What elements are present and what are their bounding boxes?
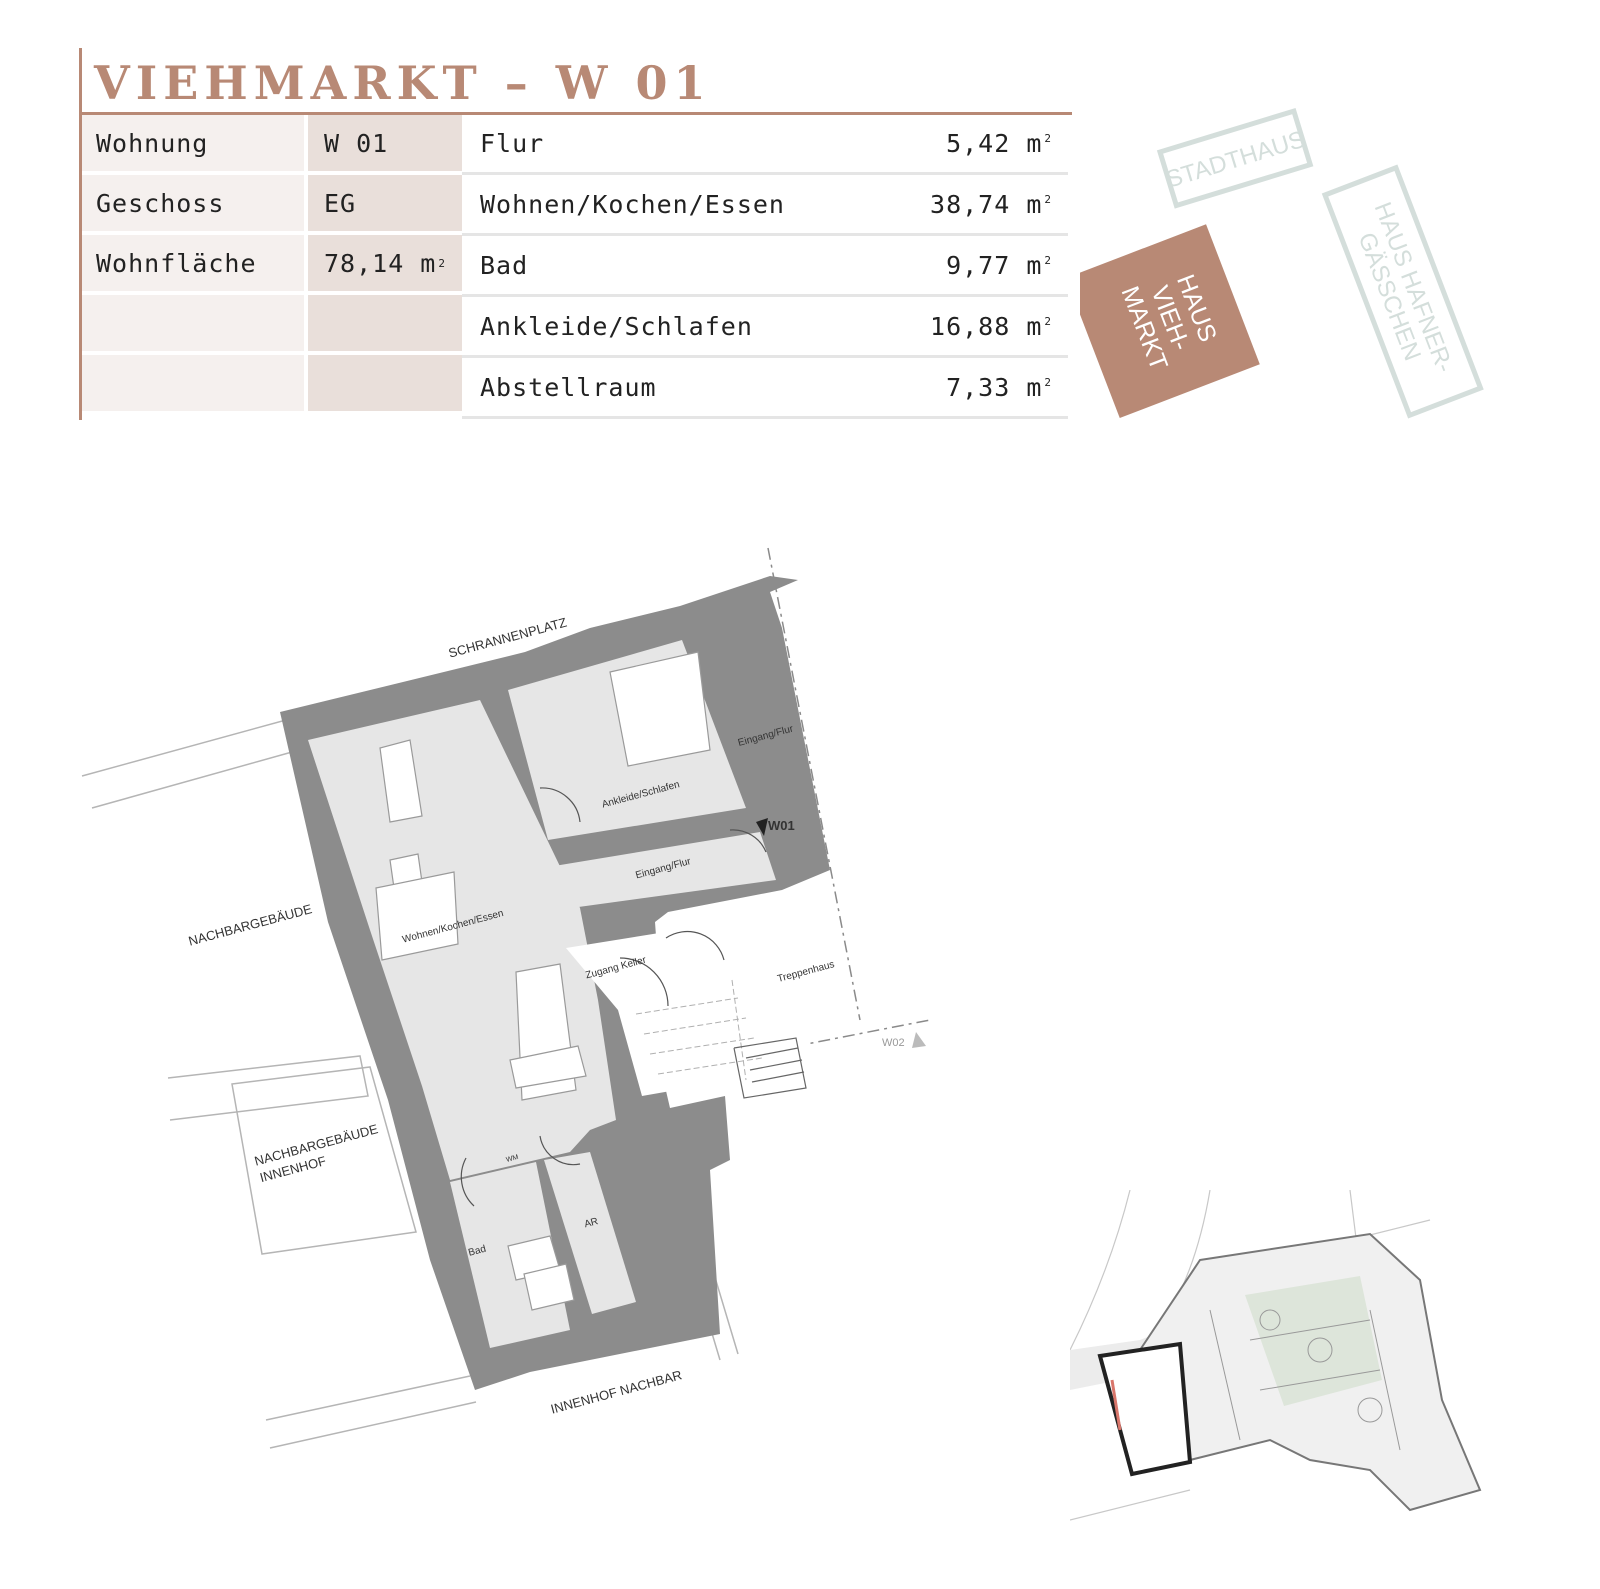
header: VIEHMARKT – W 01 Wohnung Geschoss Wohnfl… bbox=[79, 48, 1072, 420]
info-value: W 01 bbox=[304, 115, 462, 175]
site-marker bbox=[1110, 1379, 1122, 1431]
stadthaus-label: STADTHAUS bbox=[1163, 126, 1308, 194]
page-title: VIEHMARKT – W 01 bbox=[82, 48, 1072, 115]
viehmarkt-block: HAUS VIEH- MARKT bbox=[1080, 224, 1260, 419]
room-name: Wohnen/Kochen/Essen bbox=[480, 190, 785, 219]
entrance-arrow-w01 bbox=[756, 818, 768, 836]
room-name: Abstellraum bbox=[480, 373, 657, 402]
entrance-arrow-w02 bbox=[912, 1032, 926, 1048]
info-table: Wohnung Geschoss Wohnfläche W 01 EG 78,1… bbox=[82, 115, 1072, 420]
hallway-floor bbox=[530, 832, 776, 912]
label-bad: Bad bbox=[467, 1244, 487, 1259]
info-label: Wohnung bbox=[82, 115, 304, 175]
info-label: Geschoss bbox=[82, 175, 304, 235]
info-label-column: Wohnung Geschoss Wohnfläche bbox=[82, 115, 304, 420]
stadthaus-block: STADTHAUS bbox=[1156, 107, 1314, 209]
info-label bbox=[82, 295, 304, 355]
room-name: Ankleide/Schlafen bbox=[480, 312, 753, 341]
label-nachbargebaeude: NACHBARGEBÄUDE bbox=[187, 901, 314, 948]
label-ar: AR bbox=[583, 1216, 599, 1230]
info-label bbox=[82, 355, 304, 415]
storage-floor bbox=[544, 1152, 636, 1314]
building-locator: STADTHAUS HAUS HAFNER- GÄSSCHEN HAUS VIE… bbox=[1080, 107, 1484, 419]
site-highlight-unit bbox=[1097, 1341, 1193, 1477]
room-name: Bad bbox=[480, 251, 529, 280]
label-wm: WM bbox=[505, 1154, 519, 1164]
furniture bbox=[375, 651, 711, 1311]
info-label: Wohnfläche bbox=[82, 235, 304, 295]
label-w02: W02 bbox=[882, 1037, 905, 1049]
site-courtyard bbox=[1245, 1276, 1382, 1406]
hafner-block: HAUS HAFNER- GÄSSCHEN bbox=[1321, 164, 1484, 419]
label-w01: W01 bbox=[768, 818, 795, 833]
info-value bbox=[304, 295, 462, 355]
site-interior-lines bbox=[1209, 1309, 1401, 1451]
info-value bbox=[304, 355, 462, 415]
info-value: EG bbox=[304, 175, 462, 235]
room-name: Flur bbox=[480, 129, 545, 158]
stair-steps bbox=[635, 979, 763, 1081]
site-context bbox=[1070, 1190, 1431, 1521]
door-arcs bbox=[460, 787, 767, 1207]
label-innenhof-nachbar: INNENHOF NACHBAR bbox=[549, 1367, 683, 1416]
site-plan bbox=[1070, 1190, 1482, 1521]
floor-plan: SCHRANNENPLATZ NACHBARGEBÄUDE NACHBARGEB… bbox=[81, 547, 931, 1449]
stair-rail bbox=[733, 1037, 807, 1099]
